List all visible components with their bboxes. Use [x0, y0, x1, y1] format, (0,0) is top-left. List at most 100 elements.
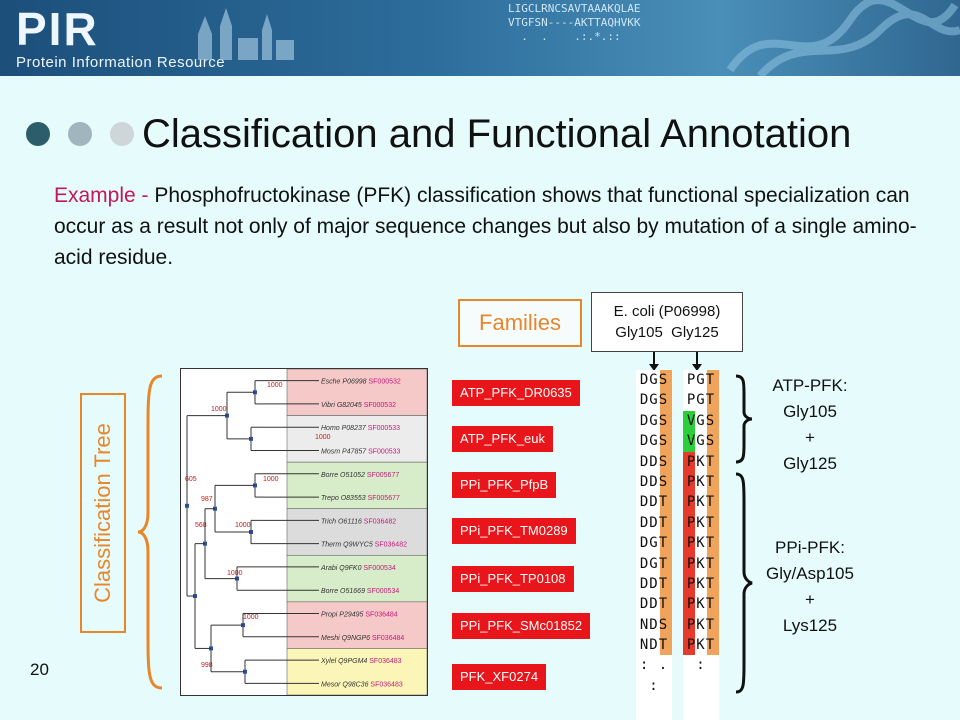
alignment-row: PKT: [683, 573, 719, 595]
ecoli-box: E. coli (P06998) Gly105 Gly125: [591, 292, 743, 352]
tree-leaf-label: Borre O51052 SF005677: [321, 472, 399, 479]
alignment-row: PKT: [683, 471, 719, 493]
bullet-dot: [26, 122, 50, 146]
tree-leaf-label: Esche P06998 SF000532: [321, 379, 401, 386]
seq-line: LIGCLRNCSAVTAAAKQLAE: [508, 2, 641, 15]
classification-tree-label: Classification Tree: [80, 393, 126, 633]
alignment-row: DGT: [636, 533, 672, 554]
atp-brace-icon: [735, 374, 753, 464]
annotation-line: +: [805, 428, 815, 447]
alignment-row: DDT: [636, 492, 672, 513]
tree-leaf-sf: SF000533: [368, 449, 400, 456]
bootstrap-value: 1000: [243, 614, 259, 621]
tree-leaf-sf: SF005677: [368, 495, 400, 502]
ecoli-line1: E. coli (P06998): [613, 303, 721, 320]
family-label: PPi_PFK_PfpB: [452, 472, 557, 498]
tree-leaf-sf: SF000532: [368, 379, 400, 386]
alignment-row: PKT: [683, 614, 719, 636]
logo-subtitle: Protein Information Resource: [16, 54, 226, 71]
seq-line: VTGFSN----AKTTAQHVKK: [508, 16, 641, 29]
protein-ribbon-icon: [726, 0, 960, 76]
alignment-row: PKT: [683, 553, 719, 574]
bootstrap-value: 987: [201, 496, 213, 503]
alignment-row: DDT: [636, 594, 672, 615]
page-number: 20: [30, 660, 49, 679]
intro-body: Phosphofructokinase (PFK) classification…: [54, 184, 917, 269]
bootstrap-value: 998: [201, 662, 213, 669]
tree-leaf-sf: SF036484: [372, 635, 404, 642]
family-group-band: [286, 601, 428, 649]
annotation-line: PPi-PFK:: [775, 538, 845, 557]
alignment-row: PKT: [683, 533, 719, 554]
tree-leaf-label: Therm Q9WYC5 SF036482: [321, 542, 407, 549]
alignment-row: : . :: [639, 657, 669, 694]
tree-leaf-sf: SF000534: [367, 588, 399, 595]
tree-label-text: Classification Tree: [90, 423, 115, 603]
pir-logo: PIR Protein Information Resource: [16, 6, 225, 71]
families-label: Families: [458, 299, 582, 347]
tree-leaf-sf: SF000534: [363, 565, 395, 572]
tree-leaf-label: Meshi Q9NGP6 SF036484: [321, 635, 404, 642]
annotation-line: Gly105: [783, 402, 837, 421]
tree-leaf-sf: SF036482: [375, 542, 407, 549]
family-label: PPi_PFK_SMc01852: [452, 613, 591, 639]
alignment-row: NDS: [636, 614, 672, 636]
bootstrap-value: 1000: [227, 570, 243, 577]
alignment-row: DDS: [636, 471, 672, 493]
alignment-row: PKT: [683, 594, 719, 615]
header-banner: PIR Protein Information Resource LIGCLRN…: [0, 0, 960, 76]
tree-leaf-sf: SF036482: [364, 518, 396, 525]
alignment-row: PGT: [683, 390, 719, 411]
family-label: PFK_XF0274: [452, 664, 547, 690]
tree-leaf-sf: SF005677: [367, 472, 399, 479]
tree-leaf-label: Vibri G82045 SF000532: [321, 402, 396, 409]
family-label: ATP_PFK_DR0635: [452, 380, 580, 406]
logo-text: PIR: [16, 3, 99, 55]
alignment-row: PGT: [683, 370, 719, 391]
bootstrap-value: 605: [185, 476, 197, 483]
bootstrap-value: 1000: [267, 382, 283, 389]
bullet-dot: [110, 122, 134, 146]
annotation-line: Gly/Asp105: [766, 564, 854, 583]
alignment-row: PKT: [683, 635, 719, 656]
alignment-row: DDT: [636, 573, 672, 595]
tree-leaf-sf: SF000532: [364, 402, 396, 409]
alignment-row: DDT: [636, 512, 672, 534]
annotation-line: Gly125: [783, 454, 837, 473]
tree-leaf-label: Xylel Q9PGM4 SF036483: [320, 658, 402, 665]
ecoli-line2: Gly105 Gly125: [615, 324, 719, 341]
alignment-row: VGS: [683, 431, 719, 452]
tree-leaf-label: Borre O51669 SF000534: [321, 588, 399, 595]
example-label: Example -: [54, 184, 155, 207]
castle-skyline-icon: [198, 8, 294, 60]
alignment-row: DGS: [636, 390, 672, 411]
alignment-row: PKT: [683, 492, 719, 513]
annotation-line: Lys125: [782, 616, 838, 635]
tree-leaf-label: Mesor Q98C36 SF036483: [321, 681, 403, 688]
alignment-row: DGT: [636, 553, 672, 574]
family-group-band: [286, 508, 428, 556]
alignment-row: PKT: [683, 451, 719, 472]
alignment-row: VGS: [683, 410, 719, 432]
annotation-line: ATP-PFK:: [772, 376, 848, 395]
family-label: ATP_PFK_euk: [452, 426, 554, 452]
alignment-row: :: [696, 657, 706, 674]
seq-line: . . .:.*.::: [508, 30, 621, 43]
alignment-row: DGS: [636, 370, 672, 391]
page-title: Classification and Functional Annotation: [142, 112, 852, 156]
alignment-row: NDT: [636, 635, 672, 656]
tree-brace-icon: [138, 374, 163, 690]
family-label: PPi_PFK_TP0108: [452, 566, 574, 592]
tree-leaf-label: Homo P08237 SF000533: [321, 425, 400, 432]
family-group-band: [286, 554, 428, 603]
alignment-row: DGS: [636, 410, 672, 432]
bootstrap-value: 568: [195, 522, 207, 529]
alignment-row: DGS: [636, 431, 672, 452]
ppi-pfk-annotation: PPi-PFK: Gly/Asp105 + Lys125: [748, 535, 872, 639]
tree-leaf-label: Trepo O83553 SF005677: [321, 495, 400, 502]
bootstrap-value: 1000: [235, 522, 251, 529]
